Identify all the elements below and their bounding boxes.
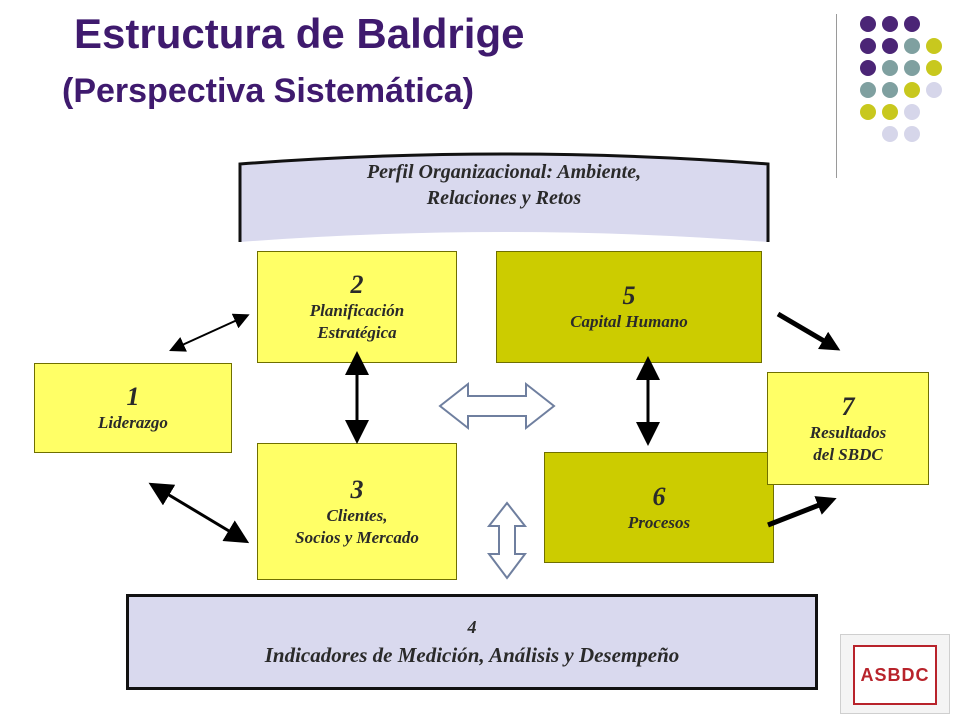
box-measurement: 4 Indicadores de Medición, Análisis y De… <box>126 594 818 690</box>
decor-dot <box>860 16 876 32</box>
box-results: 7 Resultados del SBDC <box>767 372 929 485</box>
box-label: Planificación <box>309 301 405 320</box>
asbdc-logo-frame: ASBDC <box>853 645 937 705</box>
decor-dot <box>904 82 920 98</box>
asbdc-logo: ASBDC <box>840 634 950 714</box>
arrow-leadership-planning <box>169 313 250 352</box>
box-label: Procesos <box>627 512 691 532</box>
decor-dot <box>882 126 898 142</box>
box-label: Liderazgo <box>98 413 168 432</box>
box-label: Clientes, <box>326 505 388 525</box>
decor-dot <box>860 38 876 54</box>
decor-dot <box>882 82 898 98</box>
profile-banner-text: Perfil Organizacional: Ambiente, Relacio… <box>236 150 772 220</box>
decor-dot <box>926 60 942 76</box>
decor-dot <box>860 60 876 76</box>
box-strategic-planning: 2 Planificación Estratégica <box>257 251 457 363</box>
decor-dot <box>860 104 876 120</box>
arrow-capital-results <box>776 311 841 351</box>
decor-dot <box>926 38 942 54</box>
profile-banner <box>238 152 770 242</box>
decor-dot <box>882 60 898 76</box>
box-customers: 3 Clientes, Socios y Mercado <box>257 443 457 580</box>
decorative-divider <box>836 14 837 178</box>
decor-dot <box>904 104 920 120</box>
box-label: Socios y Mercado <box>295 527 419 547</box>
box-processes: 6 Procesos <box>544 452 774 563</box>
asbdc-logo-text: ASBDC <box>860 664 930 685</box>
decor-dot <box>882 104 898 120</box>
slide-title: Estructura de Baldrige <box>74 10 525 57</box>
box-number: 6 <box>652 481 666 511</box>
banner-line-1: Perfil Organizacional: Ambiente, <box>366 161 642 183</box>
box-label: Indicadores de Medición, Análisis y Dese… <box>264 643 680 667</box>
decor-dot <box>904 126 920 142</box>
block-arrow-horizontal <box>438 381 556 431</box>
decor-dot <box>904 38 920 54</box>
box-label: Capital Humano <box>570 312 688 331</box>
decor-dot <box>860 82 876 98</box>
box-human-capital: 5 Capital Humano <box>496 251 762 363</box>
block-arrow-vertical <box>486 501 528 580</box>
decor-dot <box>904 16 920 32</box>
box-number: 1 <box>126 382 140 411</box>
box-number: 2 <box>350 270 364 299</box>
box-label: Estratégica <box>317 323 397 342</box>
box-number: 5 <box>622 281 636 310</box>
banner-line-2: Relaciones y Retos <box>426 187 582 209</box>
box-label: Resultados <box>809 422 887 442</box>
arrow-processes-results <box>767 496 837 528</box>
box-number: 7 <box>841 391 855 421</box>
arrow-leadership-customers <box>148 482 250 544</box>
box-label: del SBDC <box>813 444 883 464</box>
decor-dot <box>882 16 898 32</box>
decor-dot <box>882 38 898 54</box>
decorative-dot-grid <box>850 16 960 156</box>
box-number: 3 <box>350 474 364 504</box>
box-leadership: 1 Liderazgo <box>34 363 232 453</box>
decor-dot <box>904 60 920 76</box>
decor-dot <box>926 82 942 98</box>
slide-subtitle: (Perspectiva Sistemática) <box>62 72 474 110</box>
box-number: 4 <box>467 617 477 637</box>
